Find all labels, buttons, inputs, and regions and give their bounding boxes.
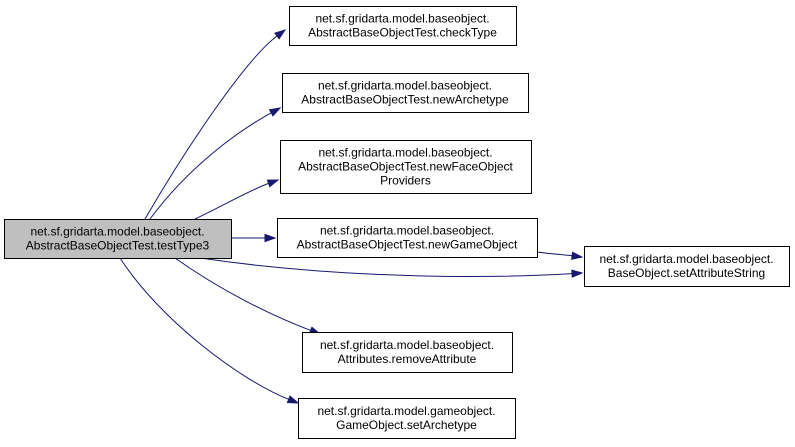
node-label-line: AbstractBaseObjectTest.newFaceObject (298, 160, 513, 174)
node-removeAttribute[interactable]: net.sf.gridarta.model.baseobject.Attribu… (302, 332, 513, 373)
edge-arrowhead (268, 107, 282, 117)
node-newArchetype[interactable]: net.sf.gridarta.model.baseobject.Abstrac… (282, 73, 529, 113)
node-box (4, 219, 232, 259)
node-label-line: net.sf.gridarta.model.baseobject. (30, 225, 204, 239)
node-label-line: Attributes.removeAttribute (338, 352, 477, 366)
edge-arrowhead (274, 29, 287, 40)
edge-root-to-removeAttribute (174, 257, 311, 331)
edge-arrowhead (571, 251, 584, 260)
nodes-layer: net.sf.gridarta.model.baseobject.Abstrac… (4, 6, 790, 439)
edge-root-to-newArchetype (149, 112, 272, 220)
node-label-line: net.sf.gridarta.model.baseobject. (320, 338, 494, 352)
edge-arrowhead (286, 395, 300, 404)
node-label-line: AbstractBaseObjectTest.testType3 (26, 239, 210, 253)
node-label-line: BaseObject.setAttributeString (608, 266, 765, 280)
edge-root-to-checkType (144, 35, 278, 220)
node-label-line: net.sf.gridarta.model.baseobject. (320, 224, 494, 238)
node-newFaceObjectProviders[interactable]: net.sf.gridarta.model.baseobject.Abstrac… (280, 140, 532, 194)
node-label-line: net.sf.gridarta.model.baseobject. (318, 146, 492, 160)
node-box (302, 332, 513, 373)
node-label-line: net.sf.gridarta.model.baseobject. (318, 79, 492, 93)
node-label-line: net.sf.gridarta.model.gameobject. (317, 404, 495, 418)
node-newGameObject[interactable]: net.sf.gridarta.model.baseobject.Abstrac… (277, 218, 538, 258)
edge-newGameObject-to-setAttributeString (536, 251, 573, 257)
edge-arrowhead (266, 179, 280, 188)
node-box (282, 73, 529, 113)
node-box (289, 6, 517, 46)
node-label-line: AbstractBaseObjectTest.newGameObject (297, 238, 518, 252)
node-label-line: Providers (380, 174, 431, 188)
node-label-line: AbstractBaseObjectTest.checkType (308, 26, 497, 40)
node-setAttributeString[interactable]: net.sf.gridarta.model.baseobject.BaseObj… (584, 246, 790, 287)
edge-root-to-setArchetype (119, 257, 289, 400)
node-box (298, 398, 516, 439)
edge-root-to-newFaceObjectProviders (194, 182, 269, 220)
node-checkType[interactable]: net.sf.gridarta.model.baseobject.Abstrac… (289, 6, 517, 46)
node-box (280, 140, 532, 194)
node-label-line: net.sf.gridarta.model.baseobject. (315, 12, 489, 26)
node-box (584, 246, 790, 287)
node-root[interactable]: net.sf.gridarta.model.baseobject.Abstrac… (4, 219, 232, 259)
edge-arrowhead (571, 269, 584, 278)
node-box (277, 218, 538, 258)
edge-root-to-setAttributeString (199, 257, 573, 277)
node-label-line: AbstractBaseObjectTest.newArchetype (301, 93, 509, 107)
edge-arrowhead (264, 233, 277, 243)
node-label-line: GameObject.setArchetype (336, 418, 477, 432)
node-setArchetype[interactable]: net.sf.gridarta.model.gameobject.GameObj… (298, 398, 516, 439)
node-label-line: net.sf.gridarta.model.baseobject. (599, 252, 773, 266)
